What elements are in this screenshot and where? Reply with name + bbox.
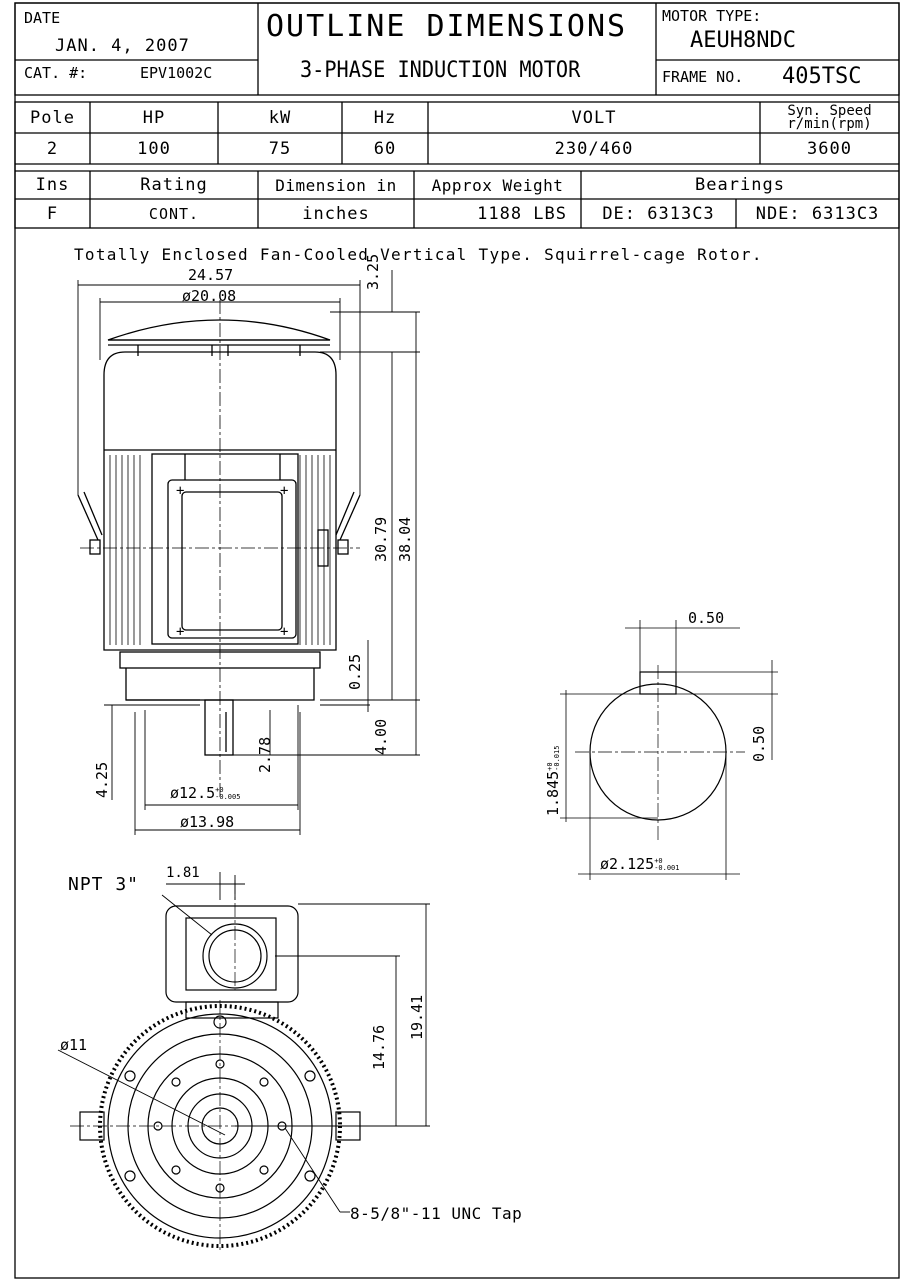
spec-value-ins: F (46, 203, 59, 224)
bottom-dimension-lines (57, 872, 430, 1213)
dim-key-width: 0.50 (688, 609, 725, 627)
catalog-value: EPV1002C (140, 64, 213, 82)
shaft-key-height-value: 1.845 (544, 770, 562, 816)
dim-shaft-key-height: 1.845+0 -0.015 (544, 741, 562, 816)
dim-body-diameter: ø20.08 (182, 287, 237, 305)
shaft-section-view (560, 620, 778, 880)
dim-box-height-b: 19.41 (408, 994, 426, 1040)
spec-value-hp: 100 (137, 138, 171, 159)
dim-shaft-length: 4.00 (372, 718, 390, 755)
spec-header-ins: Ins (35, 175, 70, 195)
syn-speed-label: Syn. Speed (787, 102, 872, 119)
motor-type-label: MOTOR TYPE: (662, 7, 762, 25)
svg-text:+: + (176, 483, 184, 499)
spec-header-volt: VOLT (571, 107, 617, 128)
shaft-diameter-value: ø2.125 (600, 855, 655, 873)
spec-header-dimension: Dimension in (275, 175, 397, 195)
drawing-title: OUTLINE DIMENSIONS (266, 9, 628, 44)
spec-header-rating: Rating (140, 175, 208, 195)
pilot-diameter-tolerance: +0 -0.005 (215, 785, 241, 801)
svg-text:+: + (176, 624, 184, 640)
spec-value-kw: 75 (268, 138, 292, 159)
drawing-subtitle: 3-PHASE INDUCTION MOTOR (300, 58, 581, 83)
spec-header-kw: kW (268, 107, 292, 128)
dim-flange-gap: 0.25 (346, 653, 364, 690)
shaft-diameter-tolerance: +0 -0.001 (654, 856, 680, 872)
spec-header-hp: HP (142, 107, 166, 128)
svg-text:+: + (280, 483, 288, 499)
shaft-key-height-tolerance: +0 -0.015 (545, 745, 561, 771)
dim-bolt-circle: ø13.98 (180, 813, 235, 831)
spec-value-dimension: inches (302, 203, 370, 224)
motor-type-value: AEUH8NDC (690, 28, 796, 53)
side-dimension-lines (77, 270, 420, 835)
header-block (14, 2, 900, 96)
catalog-label: CAT. #: (24, 64, 88, 82)
dim-base-height: 4.25 (93, 761, 111, 798)
spec-value-bearing-nde: NDE: 6313C3 (755, 203, 880, 224)
dim-overall-width: 24.57 (188, 266, 234, 284)
dim-flange-diameter: ø11 (60, 1036, 88, 1054)
spec-value-weight: 1188 LBS (477, 203, 567, 224)
frame-label: FRAME NO. (662, 68, 744, 86)
dim-tap-note: 8-5/8"-11 UNC Tap (350, 1204, 523, 1223)
spec-value-volt: 230/460 (554, 138, 634, 159)
spec-value-syn-speed: 3600 (807, 138, 852, 159)
svg-text:+: + (280, 624, 288, 640)
dim-pilot-diameter: ø12.5+0 -0.005 (170, 786, 241, 801)
spec-value-rating: CONT. (148, 204, 200, 223)
spec-value-hz: 60 (373, 138, 397, 159)
spec-header-syn-speed: Syn. Speed r/min(rpm) (760, 102, 899, 133)
dim-top-cap: 3.25 (364, 253, 382, 290)
motor-side-view: + + + + (77, 300, 361, 800)
frame-value: 405TSC (782, 64, 862, 89)
date-label: DATE (24, 9, 61, 27)
date-value: JAN. 4, 2007 (55, 36, 190, 56)
spec-header-hz: Hz (373, 107, 397, 128)
dim-box-height-a: 14.76 (370, 1024, 388, 1070)
syn-speed-unit: r/min(rpm) (787, 115, 872, 132)
spec-header-pole: Pole (30, 107, 75, 128)
pilot-diameter-value: ø12.5 (170, 784, 216, 802)
dim-height-b: 38.04 (396, 516, 414, 562)
motor-description: Totally Enclosed Fan-Cooled Vertical Typ… (74, 245, 763, 264)
spec-value-pole: 2 (46, 138, 59, 159)
spec-value-bearing-de: DE: 6313C3 (602, 203, 715, 224)
dim-box-offset: 1.81 (166, 865, 200, 881)
dim-key-depth: 0.50 (750, 725, 768, 762)
spec-table (14, 101, 900, 229)
dim-shaft-diameter: ø2.125+0 -0.001 (600, 857, 684, 872)
dim-height-a: 30.79 (372, 516, 390, 562)
spec-header-bearings: Bearings (695, 175, 785, 195)
motor-bottom-view (70, 880, 370, 1250)
dim-key-length: 2.78 (256, 736, 274, 773)
dim-conduit-npt: NPT 3" (68, 874, 140, 895)
spec-header-weight: Approx Weight (431, 175, 564, 195)
